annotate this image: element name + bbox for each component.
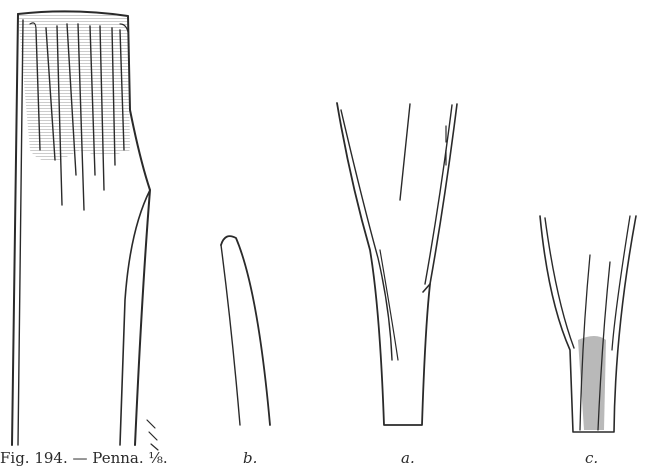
label-a: a. (401, 449, 415, 467)
label-b: b. (243, 449, 257, 467)
quill-c-shaded-inner (578, 336, 606, 430)
quill-b-drawing (221, 236, 270, 425)
figure-scale: ⅛. (148, 449, 167, 467)
figure-caption-text: Fig. 194. — Penna. (0, 449, 144, 467)
quill-c-drawing (540, 216, 636, 432)
main-quill-drawing (12, 11, 158, 450)
quill-a-drawing (337, 103, 457, 425)
figure-caption: Fig. 194. — Penna. ⅛. (0, 449, 168, 467)
label-c: c. (585, 449, 598, 467)
